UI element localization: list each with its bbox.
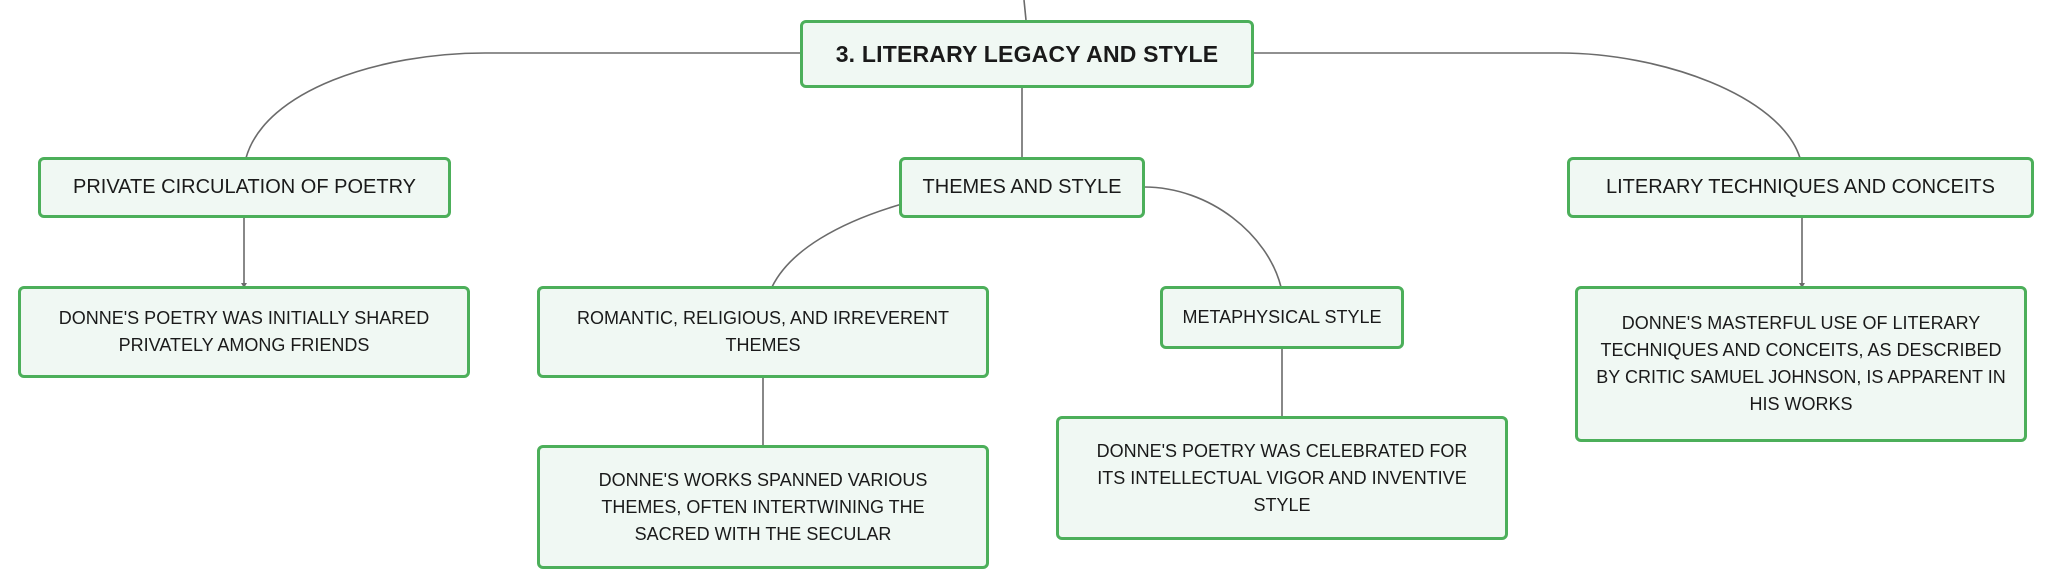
romantic-themes-detail-node[interactable]: DONNE'S WORKS SPANNED VARIOUS THEMES, OF… — [537, 445, 989, 569]
connector-themes-to-romantic — [771, 203, 903, 288]
romantic-themes-detail-text: DONNE'S WORKS SPANNED VARIOUS THEMES, OF… — [598, 469, 928, 544]
connector-root-to-private-circulation — [245, 52, 802, 159]
arrowhead-private-circulation-detail — [241, 283, 247, 288]
root-node-label: 3. LITERARY LEGACY AND STYLE — [835, 40, 1219, 67]
arrowhead-techniques-detail — [1799, 283, 1805, 288]
metaphysical-style-label: METAPHYSICAL STYLE — [1182, 307, 1382, 327]
private-circulation-detail-text: DONNE'S POETRY WAS INITIALLY SHARED PRIV… — [58, 308, 430, 355]
connector-root-to-techniques — [1252, 52, 1801, 159]
techniques-label: LITERARY TECHNIQUES AND CONCEITS — [1606, 176, 1995, 198]
techniques-node[interactable]: LITERARY TECHNIQUES AND CONCEITS — [1567, 157, 2034, 218]
techniques-detail-text: DONNE'S MASTERFUL USE OF LITERARY TECHNI… — [1596, 313, 2006, 414]
romantic-themes-label: ROMANTIC, RELIGIOUS, AND IRREVERENT THEM… — [576, 308, 950, 355]
private-circulation-node[interactable]: PRIVATE CIRCULATION OF POETRY — [38, 157, 451, 218]
metaphysical-detail-text: DONNE'S POETRY WAS CELEBRATED FOR ITS IN… — [1096, 440, 1468, 515]
private-circulation-label: PRIVATE CIRCULATION OF POETRY — [72, 176, 416, 198]
metaphysical-detail-node[interactable]: DONNE'S POETRY WAS CELEBRATED FOR ITS IN… — [1056, 416, 1508, 540]
connector-parent-to-root — [1023, 0, 1027, 21]
techniques-detail-node[interactable]: DONNE'S MASTERFUL USE OF LITERARY TECHNI… — [1575, 286, 2027, 442]
themes-and-style-label: THEMES AND STYLE — [922, 176, 1122, 198]
metaphysical-style-node[interactable]: METAPHYSICAL STYLE — [1160, 286, 1404, 349]
romantic-themes-node[interactable]: ROMANTIC, RELIGIOUS, AND IRREVERENT THEM… — [537, 286, 989, 378]
root-node[interactable]: 3. LITERARY LEGACY AND STYLE — [800, 20, 1254, 88]
connector-themes-to-metaphysical — [1143, 186, 1282, 288]
private-circulation-detail-node[interactable]: DONNE'S POETRY WAS INITIALLY SHARED PRIV… — [18, 286, 470, 378]
themes-and-style-node[interactable]: THEMES AND STYLE — [899, 157, 1145, 218]
